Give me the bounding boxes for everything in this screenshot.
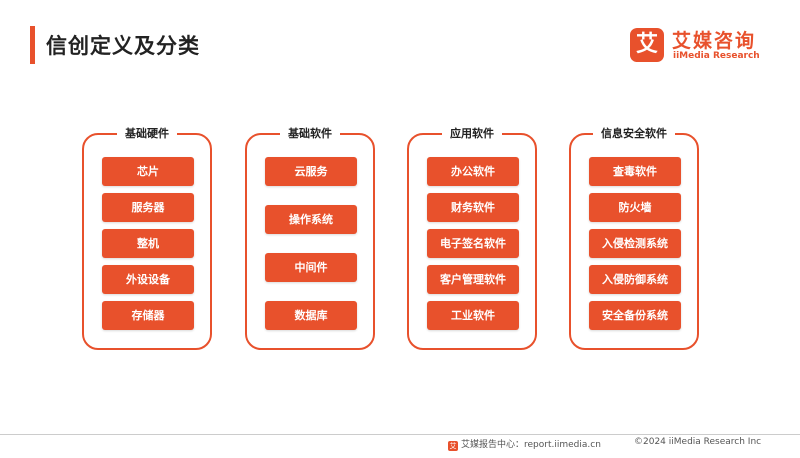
logo-name-en: iiMedia Research [673, 51, 760, 61]
category-item: 工业软件 [427, 301, 519, 330]
brand-logo: 艾 艾媒咨询 iiMedia Research [630, 26, 780, 66]
category-item: 芯片 [102, 157, 194, 186]
category-item: 防火墙 [589, 193, 681, 222]
category-group-security-software: 信息安全软件 查毒软件 防火墙 入侵检测系统 入侵防御系统 安全备份系统 [569, 126, 699, 350]
category-item: 服务器 [102, 193, 194, 222]
footer-source-text: 艾媒报告中心：report.iimedia.cn [461, 440, 601, 450]
title-accent-bar [30, 26, 35, 64]
category-item: 安全备份系统 [589, 301, 681, 330]
category-group-application-software: 应用软件 办公软件 财务软件 电子签名软件 客户管理软件 工业软件 [407, 126, 537, 350]
page-title: 信创定义及分类 [46, 34, 200, 58]
category-item: 查毒软件 [589, 157, 681, 186]
category-item: 存储器 [102, 301, 194, 330]
footer-logo-icon: 艾 [448, 441, 458, 451]
category-item: 云服务 [265, 157, 357, 186]
category-item: 入侵防御系统 [589, 265, 681, 294]
category-item: 电子签名软件 [427, 229, 519, 258]
logo-mark-icon: 艾 [630, 28, 664, 62]
footer-divider [0, 434, 800, 435]
group-title: 信息安全软件 [593, 126, 675, 142]
category-item: 外设设备 [102, 265, 194, 294]
category-item: 客户管理软件 [427, 265, 519, 294]
logo-name-cn: 艾媒咨询 [672, 30, 757, 52]
group-title: 应用软件 [442, 126, 502, 142]
footer-source: 艾艾媒报告中心：report.iimedia.cn [448, 437, 601, 451]
category-item: 整机 [102, 229, 194, 258]
group-title: 基础硬件 [117, 126, 177, 142]
category-item: 中间件 [265, 253, 357, 282]
category-group-basic-hardware: 基础硬件 芯片 服务器 整机 外设设备 存储器 [82, 126, 212, 350]
category-item: 财务软件 [427, 193, 519, 222]
footer-copyright: ©2024 iiMedia Research Inc [634, 437, 762, 447]
category-item: 操作系统 [265, 205, 357, 234]
category-item: 入侵检测系统 [589, 229, 681, 258]
category-group-basic-software: 基础软件 云服务 操作系统 中间件 数据库 [245, 126, 375, 350]
category-item: 办公软件 [427, 157, 519, 186]
category-item: 数据库 [265, 301, 357, 330]
group-title: 基础软件 [280, 126, 340, 142]
